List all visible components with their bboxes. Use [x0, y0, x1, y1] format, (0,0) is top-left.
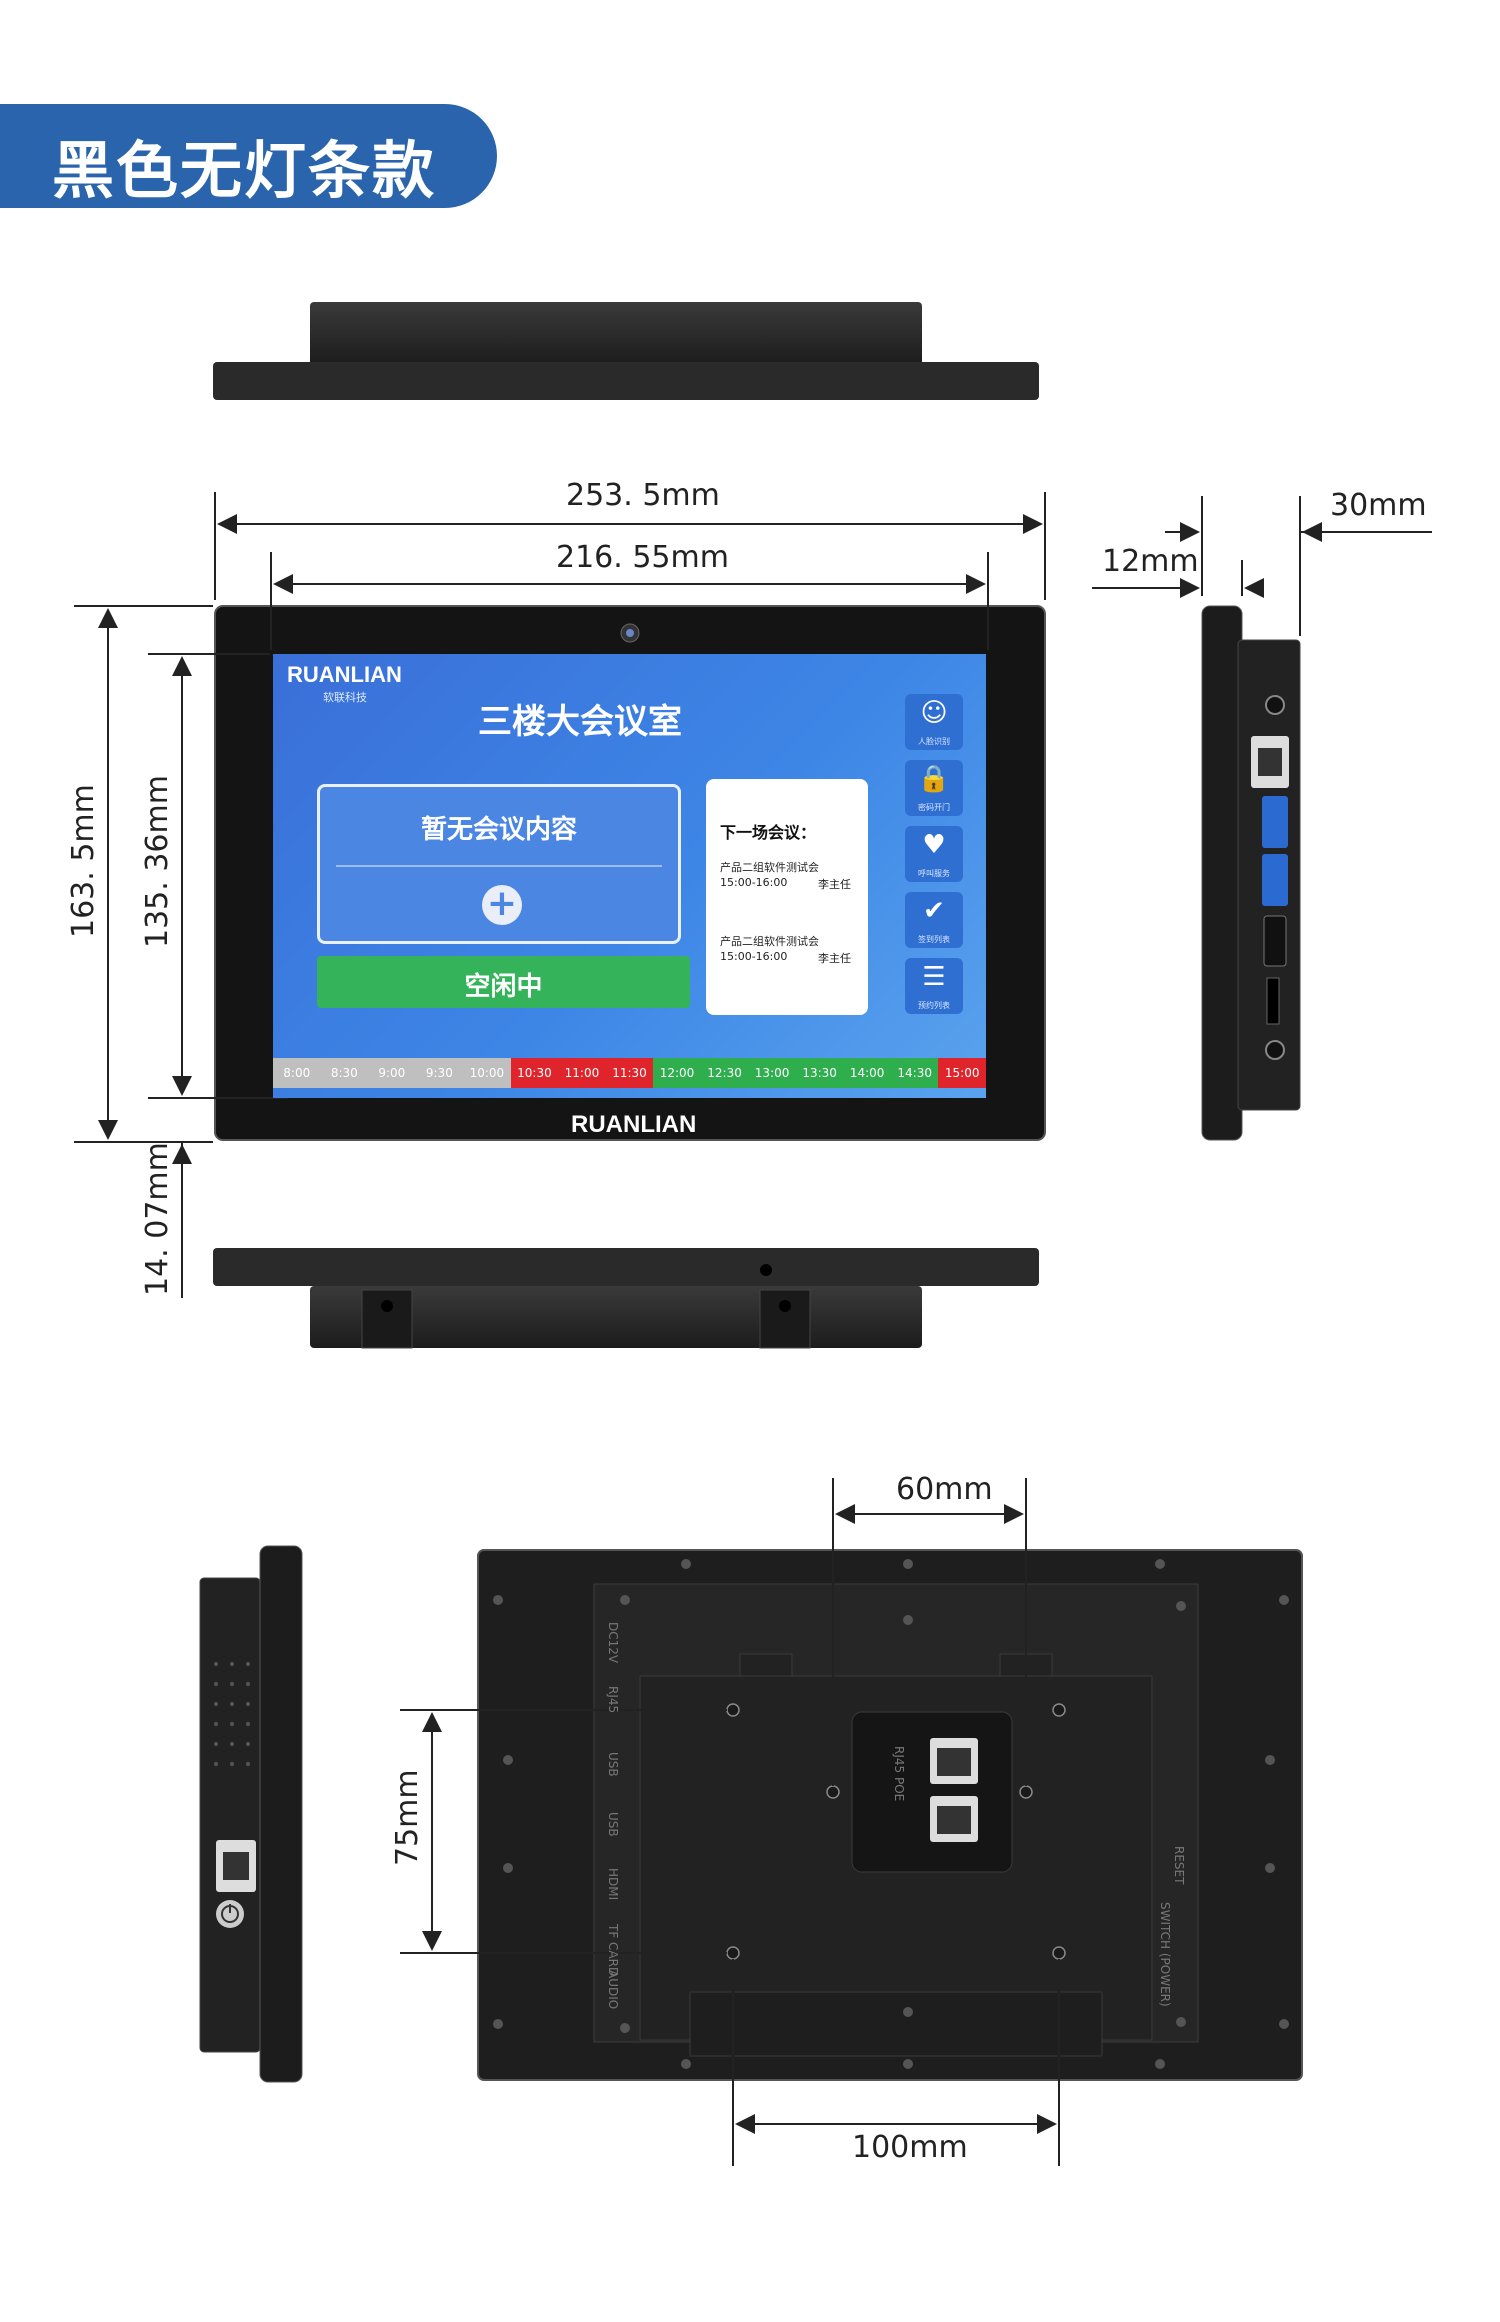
card-divider — [336, 865, 662, 867]
next-item-time: 15:00-16:00 — [720, 950, 788, 963]
right-side-view — [1201, 605, 1301, 1141]
no-meeting-text: 暂无会议内容 — [420, 815, 577, 845]
time-slot[interactable]: 10:00 — [463, 1058, 511, 1088]
bezel-brand: RUANLIAN — [571, 1111, 697, 1138]
screen-brand: RUANLIAN — [287, 662, 402, 687]
variant-badge: 黑色无灯条款 — [0, 104, 497, 208]
device-screen: RUANLIAN 软联科技 三楼大会议室 暂无会议内容 + 空闲中 下一场会议：… — [273, 654, 986, 1098]
heart-icon[interactable]: ♥ 呼叫服务 — [905, 826, 963, 882]
screen-width-label: 216. 55mm — [556, 540, 729, 575]
reset-label: RESET — [1172, 1846, 1186, 1885]
next-meeting-title: 下一场会议： — [720, 823, 817, 842]
time-slot[interactable]: 8:30 — [320, 1058, 369, 1088]
time-slot[interactable]: 12:30 — [700, 1058, 749, 1088]
time-slot[interactable]: 13:00 — [748, 1058, 796, 1088]
next-item-time: 15:00-16:00 — [720, 876, 788, 889]
room-title: 三楼大会议室 — [478, 702, 682, 742]
current-meeting-card: 暂无会议内容 + — [317, 784, 681, 944]
mount-w-label: 100mm — [852, 2130, 968, 2165]
mount-h-label: 60mm — [896, 1472, 993, 1507]
switch-label: SWITCH (POWER) — [1158, 1902, 1172, 2007]
time-slot[interactable]: 11:00 — [558, 1058, 606, 1088]
overall-height-label: 163. 5mm — [66, 784, 101, 938]
overall-width-label: 253. 5mm — [566, 478, 720, 513]
port-label: TF CARD — [606, 1924, 620, 1977]
next-item-name: 产品二组软件测试会 — [720, 861, 819, 874]
mount-v-label: 75mm — [390, 1769, 425, 1866]
screen-brand-sub: 软联科技 — [323, 691, 367, 704]
lock-icon[interactable]: 🔒 密码开门 — [905, 760, 963, 816]
port-label: RJ45 — [606, 1686, 620, 1714]
time-slot[interactable]: 9:30 — [415, 1058, 464, 1088]
time-slot[interactable]: 9:00 — [368, 1058, 416, 1088]
time-slot[interactable]: 13:30 — [795, 1058, 844, 1088]
port-label: DC12V — [606, 1622, 620, 1664]
screen-height-label: 135. 36mm — [140, 775, 175, 948]
status-text: 空闲中 — [464, 972, 543, 1002]
rj45-label: RJ45 POE — [892, 1746, 906, 1802]
next-item-name: 产品二组软件测试会 — [720, 935, 819, 948]
next-item-host: 李主任 — [818, 878, 851, 891]
next-meeting-card: 下一场会议： 产品二组软件测试会 15:00-16:00 李主任 产品二组软件测… — [706, 779, 868, 1015]
status-bar: 空闲中 — [317, 956, 690, 1008]
time-slot[interactable]: 12:00 — [653, 1058, 701, 1088]
next-item-host: 李主任 — [818, 952, 851, 965]
rear-view — [477, 1549, 1303, 2081]
left-side-view — [199, 1545, 303, 2083]
port-label: USB — [606, 1752, 620, 1777]
depth-total-label: 30mm — [1330, 488, 1427, 523]
time-slot[interactable]: 14:00 — [843, 1058, 891, 1088]
checkin-icon[interactable]: ✔ 签到列表 — [905, 892, 963, 948]
port-label: AUDIO — [606, 1970, 620, 2010]
time-slot[interactable]: 15:00 — [938, 1058, 986, 1088]
time-slot[interactable]: 14:30 — [890, 1058, 939, 1088]
bottom-bezel-label: 14. 07mm — [140, 1142, 175, 1296]
variant-title: 黑色无灯条款 — [52, 134, 437, 207]
top-view — [213, 302, 1039, 400]
list-icon[interactable]: ☰ 预约列表 — [905, 958, 963, 1014]
time-slot[interactable]: 10:30 — [510, 1058, 559, 1088]
depth-frame-label: 12mm — [1102, 544, 1199, 579]
face-id-icon[interactable]: ☺ 人脸识别 — [905, 694, 963, 750]
port-label: USB — [606, 1812, 620, 1837]
time-slot[interactable]: 8:00 — [273, 1058, 321, 1088]
time-slot[interactable]: 11:30 — [605, 1058, 654, 1088]
add-meeting-button[interactable]: + — [482, 885, 522, 925]
port-label: HDMI — [606, 1868, 620, 1901]
bottom-view — [213, 1248, 1039, 1349]
